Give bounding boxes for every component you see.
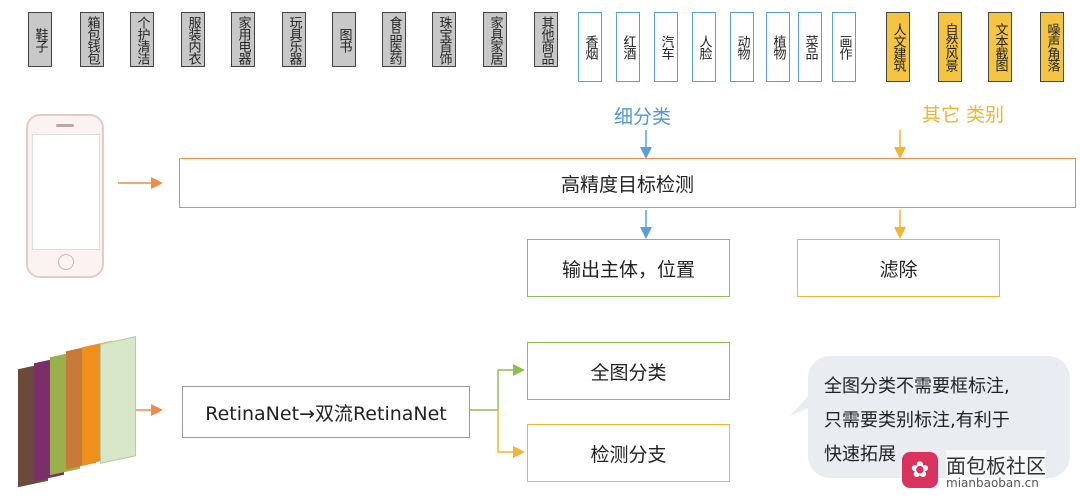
output-box: 输出主体，位置 (527, 239, 730, 297)
image-stack (18, 336, 138, 490)
other-class-label: 其它 类别 (922, 104, 1005, 126)
gray-tag-7: 食品医药 (382, 12, 406, 67)
branch-to-det-branch (497, 410, 525, 458)
other-tag-1: 自然风景 (938, 12, 962, 82)
note-line-3: 快速拓展 (824, 444, 896, 465)
fine-tag-6: 菜品 (798, 12, 822, 82)
note-bubble-tail (790, 392, 812, 416)
filter-box: 滤除 (797, 239, 1000, 297)
note-line-2: 只需要类别标注,有利于 (824, 410, 1010, 431)
full-class-box: 全图分类 (527, 342, 730, 400)
note-line-1: 全图分类不需要框标注, (824, 376, 1010, 397)
fine-tag-7: 画作 (832, 12, 856, 82)
gray-tag-3: 服装内衣 (181, 12, 205, 67)
fine-tag-2: 汽车 (654, 12, 678, 82)
fine-tag-0: 香烟 (578, 12, 602, 82)
phone-image (26, 114, 104, 278)
gray-tag-1: 箱包钱包 (80, 12, 104, 67)
fine-class-label: 细分类 (614, 106, 672, 128)
phone-home-button-icon (58, 254, 74, 270)
watermark-logo-icon: ✿ (902, 452, 938, 488)
det-branch-box: 检测分支 (527, 424, 730, 482)
gray-tag-8: 珠宝首饰 (432, 12, 456, 67)
watermark: ✿ 面包板社区 mianbaoban.cn (900, 448, 1076, 496)
phone-screen (32, 134, 100, 250)
phone-speaker-icon (56, 124, 74, 127)
fine-tag-5: 植物 (766, 12, 790, 82)
gray-tag-2: 个护清洁 (130, 12, 154, 67)
other-tag-3: 噪声角落 (1040, 12, 1064, 82)
fine-tag-4: 动物 (730, 12, 754, 82)
gray-tag-5: 玩具乐器 (282, 12, 306, 67)
gray-tag-0: 鞋子 (28, 12, 52, 67)
gray-tag-4: 家用电器 (231, 12, 255, 67)
gray-tag-10: 其他商品 (534, 12, 558, 67)
fine-tag-3: 人脸 (692, 12, 716, 82)
fine-tag-1: 红酒 (616, 12, 640, 82)
stack-image-6 (100, 336, 136, 464)
watermark-cn: 面包板社区 (946, 450, 1046, 479)
detection-box: 高精度目标检测 (179, 158, 1076, 208)
retina-box: RetinaNet→双流RetinaNet (182, 386, 470, 438)
watermark-url: mianbaoban.cn (946, 476, 1039, 490)
gray-tag-9: 家具家居 (483, 12, 507, 67)
branch-to-full-class (470, 364, 525, 411)
gray-tag-6: 图书 (332, 12, 356, 67)
other-tag-2: 文本截图 (988, 12, 1012, 82)
other-tag-0: 人文建筑 (886, 12, 910, 82)
